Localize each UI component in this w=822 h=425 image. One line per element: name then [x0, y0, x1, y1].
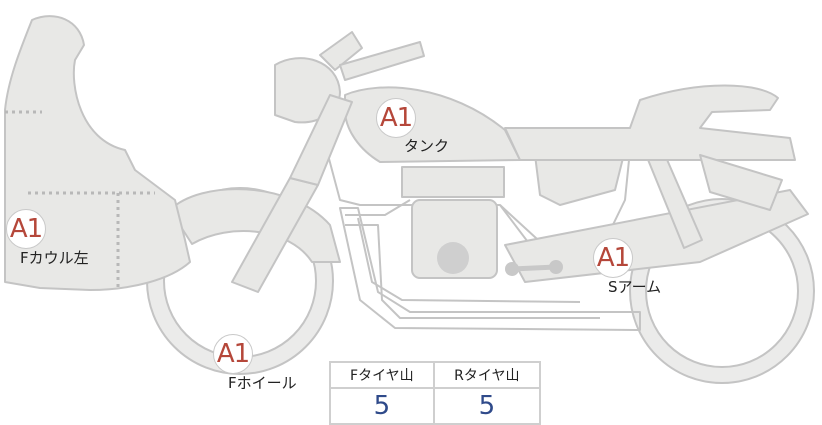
part-label-tank: タンク: [404, 137, 450, 155]
engine-head: [401, 166, 505, 198]
damage-marker-s-arm[interactable]: A1: [593, 238, 633, 278]
grade-badge: A1: [593, 238, 633, 278]
lower-frame: [339, 207, 641, 331]
damage-marker-f-wheel[interactable]: A1: [213, 334, 253, 374]
grade-badge: A1: [376, 98, 416, 138]
front-cowl: [4, 15, 191, 291]
part-label-s-arm: Sアーム: [608, 278, 662, 296]
seat: [504, 84, 796, 161]
engine-cover: [437, 242, 469, 274]
header-rear-tire: Rタイヤ山: [432, 361, 542, 389]
chain-adjuster: [505, 260, 563, 276]
part-label-fcowl-left: Fカウル左: [20, 249, 89, 267]
engine-block: [411, 199, 498, 279]
tire-tread-table: Fタイヤ山 Rタイヤ山 5 5: [329, 361, 542, 425]
part-label-f-wheel: Fホイール: [228, 374, 297, 392]
exhaust-pipe: [345, 199, 600, 319]
handlebar: [319, 31, 363, 71]
grade-badge: A1: [6, 209, 46, 249]
value-front-tire: 5: [329, 387, 435, 425]
value-rear-tire: 5: [432, 387, 542, 425]
fork-upper: [289, 94, 353, 186]
damage-marker-fcowl-left[interactable]: A1: [6, 209, 46, 249]
damage-marker-tank[interactable]: A1: [376, 98, 416, 138]
handlebar-bar: [339, 41, 425, 81]
grade-badge: A1: [213, 334, 253, 374]
lower-frame-inner: [357, 217, 581, 303]
table-header-row: Fタイヤ山 Rタイヤ山: [329, 361, 542, 389]
table-value-row: 5 5: [329, 387, 542, 425]
header-front-tire: Fタイヤ山: [329, 361, 435, 389]
rear-fender: [699, 154, 783, 211]
